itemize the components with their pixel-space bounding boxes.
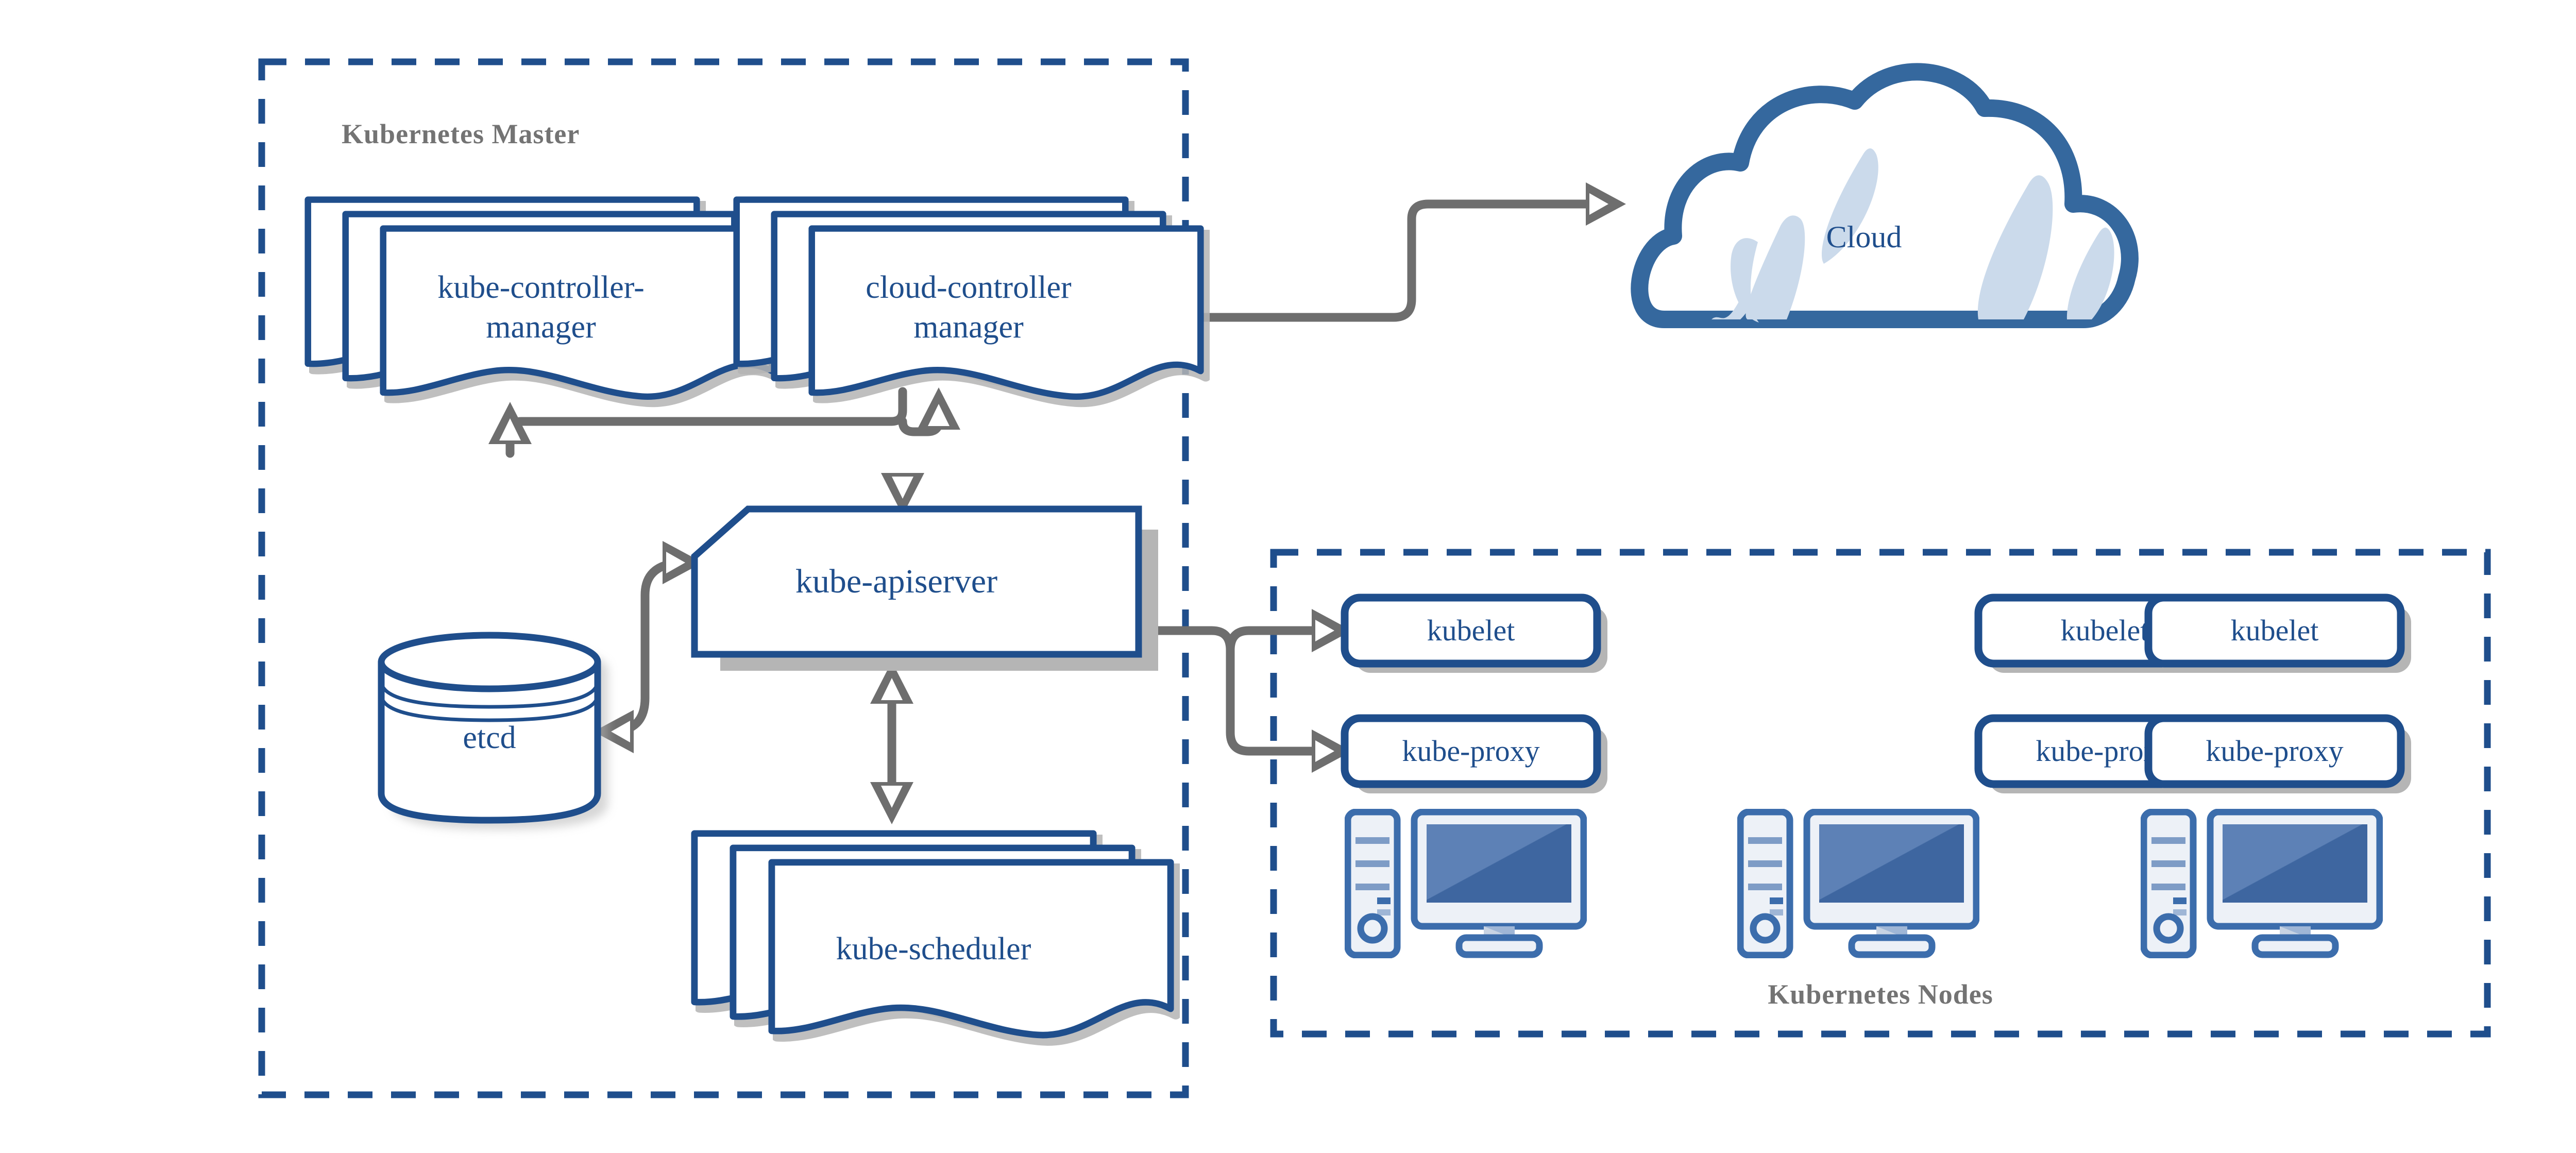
node-1-kubelet[interactable]: kubelet — [1341, 594, 1607, 673]
etcd-node[interactable]: etcd — [378, 632, 608, 829]
cloud-controller-manager-label-line2: manager — [913, 310, 1024, 345]
node-1-kube-proxy[interactable]: kube-proxy — [1341, 714, 1607, 793]
node-3-kube-proxy[interactable]: kube-proxy — [2144, 714, 2411, 793]
computer-icon — [1740, 812, 1976, 955]
node-3-kubelet-label: kubelet — [2231, 614, 2319, 647]
cloud-node[interactable]: Cloud — [1631, 63, 2139, 328]
cloud-controller-manager-label-line1: cloud-controller — [866, 270, 1072, 305]
kube-scheduler-node[interactable]: kube-scheduler — [694, 834, 1176, 1040]
nodes-zone-boundary — [1270, 549, 2491, 1038]
cloud-controller-manager-node[interactable]: cloud-controller manager — [737, 200, 1206, 402]
connector-apiserver-scheduler — [870, 662, 913, 824]
computer-icon — [1348, 812, 1584, 955]
cloud-label: Cloud — [1826, 220, 1902, 254]
node-1: kubelet kube-proxy — [1341, 594, 1607, 955]
master-zone-boundary — [258, 58, 1189, 1098]
master-zone-title: Kubernetes Master — [342, 118, 580, 149]
kube-controller-manager-node[interactable]: kube-controller- manager — [308, 200, 777, 402]
computer-icon — [2144, 812, 2380, 955]
kube-scheduler-label: kube-scheduler — [836, 931, 1031, 967]
kube-controller-manager-label-line2: manager — [486, 310, 596, 345]
node-3-kube-proxy-label: kube-proxy — [2206, 734, 2343, 768]
kube-controller-manager-label-line1: kube-controller- — [437, 270, 645, 305]
connector-apiserver-etcd — [594, 541, 703, 753]
nodes-zone-title: Kubernetes Nodes — [1768, 979, 1993, 1010]
node-3-kubelet[interactable]: kubelet — [2144, 594, 2411, 673]
connector-ccm-cloud — [1137, 182, 1626, 322]
node-1-kubelet-label: kubelet — [1427, 614, 1515, 647]
etcd-label: etcd — [463, 720, 516, 755]
connector-apiserver-controllers — [488, 387, 960, 515]
kube-apiserver-label: kube-apiserver — [795, 563, 997, 600]
kube-apiserver-node[interactable]: kube-apiserver — [691, 505, 1158, 671]
node-1-kube-proxy-label: kube-proxy — [1402, 734, 1539, 768]
node-2-kubelet-label: kubelet — [2061, 614, 2149, 647]
node-3: kubelet kube-proxy — [2144, 594, 2411, 955]
